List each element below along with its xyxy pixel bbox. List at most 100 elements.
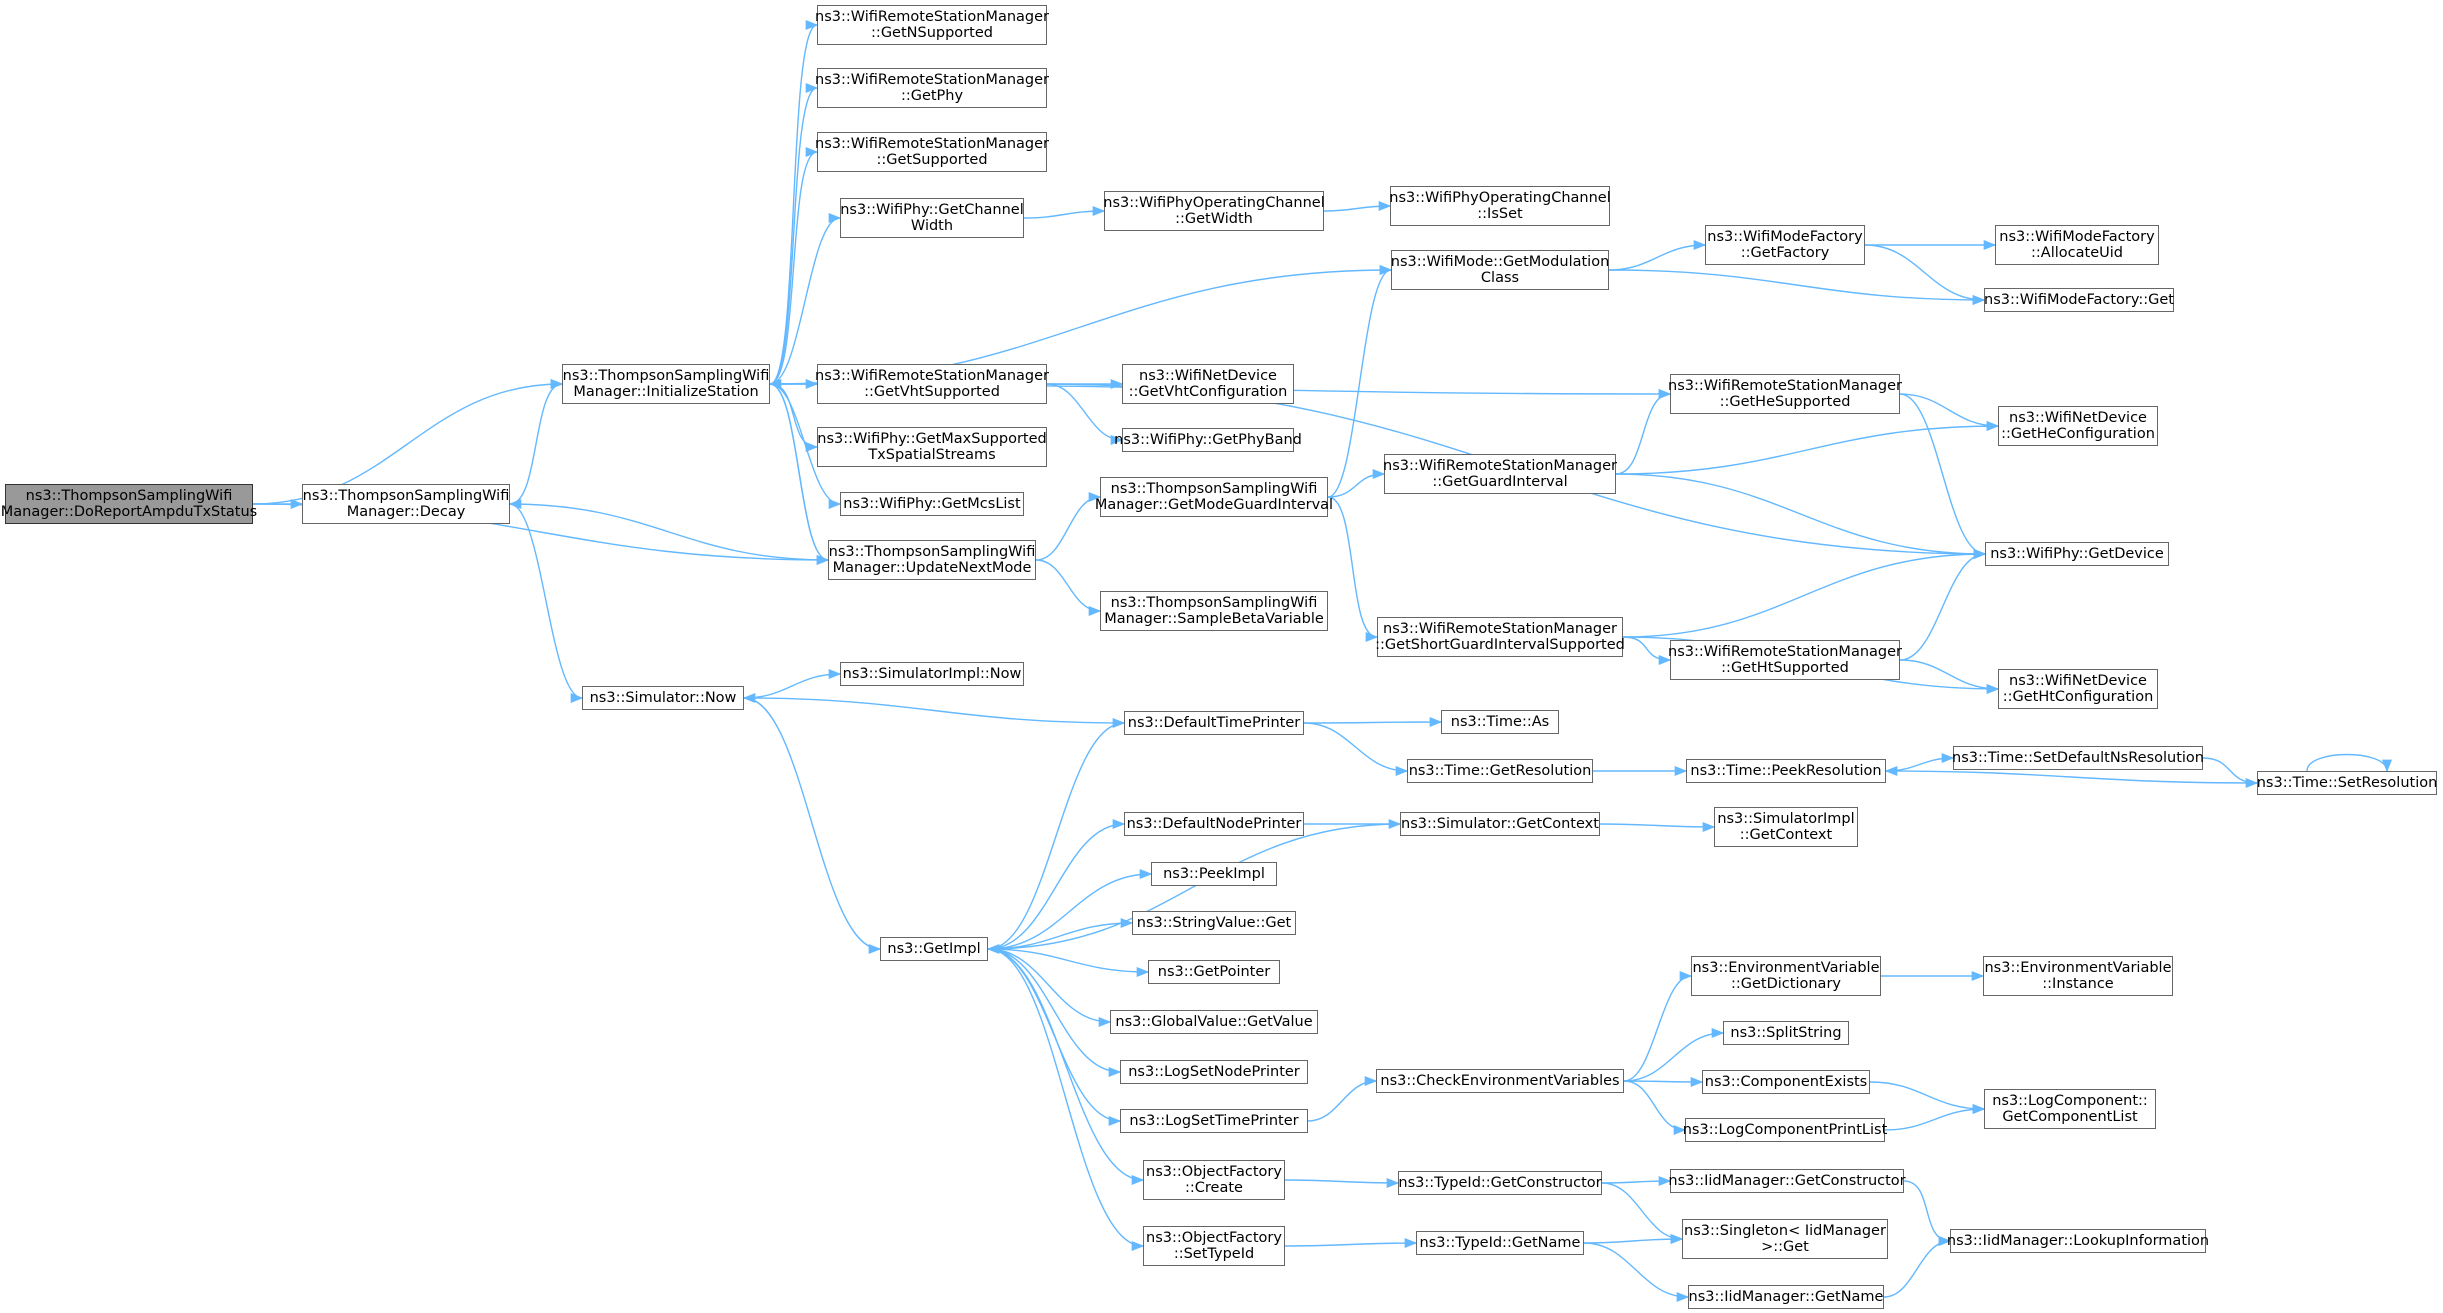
edge-simgetctx-to-getimpl: [986, 823, 1401, 955]
node-deftp[interactable]: ns3::DefaultTimePrinter: [1124, 711, 1304, 735]
edge-mfgetfactory-to-mfget: [1864, 244, 1986, 306]
node-strget[interactable]: ns3::StringValue::Get: [1132, 911, 1296, 935]
edge-vhtsupp-to-phyband: [1046, 383, 1124, 446]
node-maxss[interactable]: ns3::WifiPhy::GetMaxSupported TxSpatialS…: [817, 427, 1047, 467]
node-opisset[interactable]: ns3::WifiPhyOperatingChannel ::IsSet: [1389, 186, 1611, 226]
edge-chwidth-to-opwidth: [1023, 205, 1106, 219]
node-samplebeta[interactable]: ns3::ThompsonSamplingWifi Manager::Sampl…: [1100, 591, 1328, 631]
edge-modclass-to-mfgetfactory: [1608, 239, 1707, 271]
node-ofsettid[interactable]: ns3::ObjectFactory ::SetTypeId: [1143, 1226, 1285, 1266]
node-timegetres[interactable]: ns3::Time::GetResolution: [1407, 759, 1593, 783]
node-getsupp[interactable]: ns3::WifiRemoteStationManager ::GetSuppo…: [815, 132, 1049, 172]
edge-modegi-to-shortgi: [1327, 496, 1379, 642]
node-phygetdev[interactable]: ns3::WifiPhy::GetDevice: [1985, 542, 2169, 566]
node-mcslist[interactable]: ns3::WifiPhy::GetMcsList: [840, 492, 1024, 516]
node-singleton[interactable]: ns3::Singleton< IidManager >::Get: [1682, 1219, 1888, 1259]
node-gvgetval[interactable]: ns3::GlobalValue::GetValue: [1110, 1010, 1318, 1034]
node-vhtconf[interactable]: ns3::WifiNetDevice ::GetVhtConfiguration: [1122, 364, 1294, 404]
node-tidgetname[interactable]: ns3::TypeId::GetName: [1416, 1231, 1584, 1255]
node-getptr[interactable]: ns3::GetPointer: [1148, 960, 1280, 984]
edge-init-to-getsupp: [769, 147, 819, 385]
node-htsupp[interactable]: ns3::WifiRemoteStationManager ::GetHtSup…: [1668, 640, 1902, 680]
edge-guardint-to-phygetdev: [1615, 473, 1987, 560]
edge-getimpl-to-peekimpl: [987, 868, 1153, 950]
node-timeas[interactable]: ns3::Time::As: [1441, 710, 1559, 734]
edge-shortgi-to-phygetdev: [1622, 548, 1987, 638]
node-envdict[interactable]: ns3::EnvironmentVariable ::GetDictionary: [1691, 956, 1881, 996]
node-vhtsupp[interactable]: ns3::WifiRemoteStationManager ::GetVhtSu…: [815, 364, 1049, 404]
node-iidlookup[interactable]: ns3::IidManager::LookupInformation: [1947, 1229, 2209, 1253]
node-lsnp[interactable]: ns3::LogSetNodePrinter: [1120, 1060, 1308, 1084]
node-envinst[interactable]: ns3::EnvironmentVariable ::Instance: [1983, 956, 2173, 996]
node-defnp[interactable]: ns3::DefaultNodePrinter: [1124, 812, 1304, 836]
edge-init-to-chwidth: [769, 213, 842, 385]
edge-logcompprint-to-logcomplist: [1884, 1103, 1986, 1131]
node-getnsupp[interactable]: ns3::WifiRemoteStationManager ::GetNSupp…: [815, 5, 1049, 45]
node-getphy[interactable]: ns3::WifiRemoteStationManager ::GetPhy: [815, 68, 1049, 108]
edge-tidgetname-to-iidgetname: [1583, 1242, 1690, 1303]
node-simimplnow[interactable]: ns3::SimulatorImpl::Now: [840, 662, 1024, 686]
node-opwidth[interactable]: ns3::WifiPhyOperatingChannel ::GetWidth: [1103, 191, 1325, 231]
node-peekres[interactable]: ns3::Time::PeekResolution: [1686, 759, 1886, 783]
edge-shortgi-to-htsupp: [1622, 636, 1672, 666]
node-heconf[interactable]: ns3::WifiNetDevice ::GetHeConfiguration: [1998, 406, 2158, 446]
edge-iidgetctor-to-iidlookup: [1903, 1180, 1952, 1247]
edge-guardint-to-heconf: [1615, 420, 2000, 475]
edge-getimpl-to-defnp: [987, 818, 1126, 950]
node-guardint[interactable]: ns3::WifiRemoteStationManager ::GetGuard…: [1383, 454, 1617, 494]
node-htconf[interactable]: ns3::WifiNetDevice ::GetHtConfiguration: [1998, 669, 2158, 709]
node-simimplctx[interactable]: ns3::SimulatorImpl ::GetContext: [1714, 807, 1858, 847]
edge-setres-to-setres: [2306, 753, 2392, 773]
node-decay[interactable]: ns3::ThompsonSamplingWifi Manager::Decay: [302, 484, 510, 524]
node-modegi[interactable]: ns3::ThompsonSamplingWifi Manager::GetMo…: [1095, 477, 1333, 517]
node-init[interactable]: ns3::ThompsonSamplingWifi Manager::Initi…: [562, 364, 770, 404]
edge-update-to-init: [768, 379, 829, 561]
edge-lstp-to-checkenv: [1307, 1075, 1378, 1122]
node-simnow[interactable]: ns3::Simulator::Now: [582, 686, 744, 710]
edge-getimpl-to-getptr: [987, 948, 1150, 978]
edge-simnow-to-getimpl: [743, 697, 882, 954]
edge-htsupp-to-htconf: [1899, 659, 2000, 695]
edge-getimpl-to-ofcreate: [987, 948, 1145, 1186]
node-shortgi[interactable]: ns3::WifiRemoteStationManager ::GetShort…: [1375, 617, 1625, 657]
edge-init-to-getphy: [769, 83, 819, 385]
edge-iidgetname-to-iidlookup: [1883, 1235, 1952, 1298]
node-ofcreate[interactable]: ns3::ObjectFactory ::Create: [1143, 1160, 1285, 1200]
edge-checkenv-to-compexists: [1623, 1076, 1704, 1088]
node-compexists[interactable]: ns3::ComponentExists: [1702, 1070, 1870, 1094]
node-mfgetfactory[interactable]: ns3::WifiModeFactory ::GetFactory: [1705, 225, 1865, 265]
node-mfalloc[interactable]: ns3::WifiModeFactory ::AllocateUid: [1995, 225, 2159, 265]
node-logcomplist[interactable]: ns3::LogComponent:: GetComponentList: [1984, 1089, 2156, 1129]
node-phyband[interactable]: ns3::WifiPhy::GetPhyBand: [1114, 428, 1302, 452]
node-splitstr[interactable]: ns3::SplitString: [1723, 1021, 1849, 1045]
node-tidgetctor[interactable]: ns3::TypeId::GetConstructor: [1398, 1171, 1602, 1195]
node-setres[interactable]: ns3::Time::SetResolution: [2257, 771, 2437, 795]
node-logcompprint[interactable]: ns3::LogComponentPrintList: [1683, 1118, 1887, 1142]
node-setdefns[interactable]: ns3::Time::SetDefaultNsResolution: [1952, 746, 2204, 770]
edge-hesupp-to-heconf: [1899, 393, 2000, 432]
edge-tidgetname-to-singleton: [1583, 1233, 1684, 1245]
node-getimpl[interactable]: ns3::GetImpl: [880, 937, 988, 961]
node-update[interactable]: ns3::ThompsonSamplingWifi Manager::Updat…: [828, 540, 1036, 580]
node-root[interactable]: ns3::ThompsonSamplingWifi Manager::DoRep…: [1, 484, 257, 524]
node-hesupp[interactable]: ns3::WifiRemoteStationManager ::GetHeSup…: [1668, 374, 1902, 414]
edge-modclass-to-mfget: [1608, 269, 1986, 306]
edge-modegi-to-modclass: [1327, 265, 1393, 498]
node-simgetctx[interactable]: ns3::Simulator::GetContext: [1400, 812, 1600, 836]
edge-hesupp-to-phygetdev: [1899, 393, 1987, 559]
node-lstp[interactable]: ns3::LogSetTimePrinter: [1120, 1109, 1308, 1133]
node-mfget[interactable]: ns3::WifiModeFactory::Get: [1984, 288, 2174, 312]
node-iidgetname[interactable]: ns3::IidManager::GetName: [1688, 1285, 1884, 1309]
node-modclass[interactable]: ns3::WifiMode::GetModulation Class: [1391, 250, 1609, 290]
node-chwidth[interactable]: ns3::WifiPhy::GetChannel Width: [840, 198, 1024, 238]
node-peekimpl[interactable]: ns3::PeekImpl: [1151, 862, 1277, 886]
edge-getimpl-to-gvgetval: [987, 948, 1112, 1028]
edge-setdefns-to-setres: [2202, 757, 2259, 789]
node-checkenv[interactable]: ns3::CheckEnvironmentVariables: [1376, 1069, 1624, 1093]
edge-deftp-to-timeas: [1303, 716, 1443, 728]
edge-simnow-to-simimplnow: [743, 668, 842, 699]
edge-decay-to-init: [509, 379, 564, 505]
node-iidgetctor[interactable]: ns3::IidManager::GetConstructor: [1668, 1169, 1906, 1193]
edge-update-to-samplebeta: [1035, 559, 1102, 617]
